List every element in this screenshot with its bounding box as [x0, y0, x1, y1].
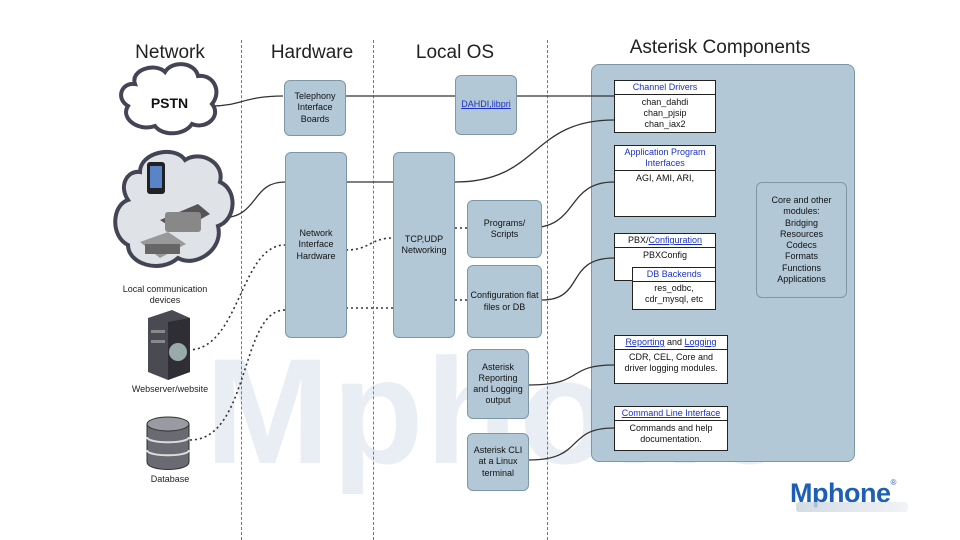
cli-body: Commands and help documentation. — [629, 422, 713, 445]
core-module-item: Formats — [784, 251, 818, 262]
mphone-logo-reflection — [796, 502, 908, 512]
logging-link[interactable]: Logging — [684, 337, 717, 347]
pstn-cloud-icon — [119, 62, 219, 136]
api-box: Application Program Interfaces AGI, AMI,… — [614, 145, 716, 217]
column-header-local-os: Local OS — [415, 42, 495, 63]
reporting-logging-body: CDR, CEL, Core and driver logging module… — [624, 351, 718, 374]
core-module-item: Codecs — [786, 240, 817, 250]
core-modules-box: Core and other modules: Bridging Resourc… — [756, 182, 847, 298]
channel-driver-item: chan_pjsip — [643, 108, 687, 119]
column-header-asterisk-components: Asterisk Components — [629, 37, 811, 58]
column-header-hardware: Hardware — [270, 42, 354, 63]
divider-hardware-localos — [373, 40, 374, 540]
webserver-icon — [148, 310, 190, 380]
line-reporting — [528, 364, 615, 386]
line-programs-api — [528, 181, 615, 229]
api-body: AGI, AMI, ARI, — [635, 172, 695, 183]
reporting-and: and — [664, 337, 685, 347]
core-title: Core and other modules: — [771, 195, 832, 217]
api-header[interactable]: Application Program Interfaces — [615, 146, 715, 171]
dotted-webserver-network — [187, 244, 286, 351]
column-header-network: Network — [135, 42, 205, 63]
network-interface-hardware: Network Interface Hardware — [285, 152, 347, 338]
mphone-logo-mark: ® — [890, 478, 897, 487]
channel-drivers-header[interactable]: Channel Drivers — [615, 81, 715, 95]
pbx-configuration-header: PBX/Configuration — [615, 234, 715, 248]
dotted-database-network — [189, 309, 286, 441]
programs-scripts-box: Programs/ Scripts — [467, 200, 542, 258]
cli-header: Command Line Interface — [615, 407, 727, 421]
db-backends-box: DB Backends res_odbc, cdr_mysql, etc — [632, 267, 716, 310]
configuration-link[interactable]: Configuration — [648, 235, 703, 245]
channel-driver-item: chan_dahdi — [641, 96, 689, 107]
local-devices-cloud-icon — [113, 150, 235, 268]
local-devices-label: Local communication devices — [122, 284, 208, 306]
core-module-item: Bridging — [784, 217, 819, 228]
pbx-body: PBXConfig — [642, 249, 688, 260]
cli-terminal-box: Asterisk CLI at a Linux terminal — [467, 433, 529, 491]
line-tcp-channel — [454, 119, 615, 183]
dahdi-libpri-link[interactable]: DAHDI,libpri — [461, 99, 511, 110]
webserver-label: Webserver/website — [131, 384, 209, 394]
pstn-label: PSTN — [150, 95, 189, 111]
dotted-network-tcp2 — [345, 237, 394, 251]
db-backends-header[interactable]: DB Backends — [633, 268, 715, 282]
db-backends-body: res_odbc, cdr_mysql, etc — [644, 282, 704, 305]
mphone-logo: Mphone® — [790, 478, 920, 518]
reporting-link[interactable]: Reporting — [625, 337, 665, 347]
pbx-header-plain: PBX/ — [627, 235, 649, 245]
divider-network-hardware — [241, 40, 242, 540]
core-module-item: Resources — [779, 228, 824, 239]
line-cli — [528, 427, 615, 461]
core-module-item: Functions — [781, 262, 822, 273]
cli-link[interactable]: Command Line Interface — [621, 408, 721, 418]
dahdi-libpri-box: DAHDI,libpri — [455, 75, 517, 135]
configuration-files-box: Configuration flat files or DB — [467, 265, 542, 338]
cli-box: Command Line Interface Commands and help… — [614, 406, 728, 451]
tcp-udp-networking: TCP,UDP Networking — [393, 152, 455, 338]
channel-drivers-box: Channel Drivers chan_dahdi chan_pjsip ch… — [614, 80, 716, 133]
database-label: Database — [150, 474, 190, 484]
divider-localos-asterisk — [547, 40, 548, 540]
telephony-interface-boards: Telephony Interface Boards — [284, 80, 346, 136]
line-pstn-telephony — [211, 95, 284, 107]
reporting-logging-output-box: Asterisk Reporting and Logging output — [467, 349, 529, 419]
core-module-item: Applications — [777, 273, 826, 284]
channel-driver-item: chan_iax2 — [644, 119, 686, 130]
reporting-logging-box: Reporting and Logging CDR, CEL, Core and… — [614, 335, 728, 384]
line-config-pbx — [541, 257, 615, 301]
database-icon — [146, 416, 190, 470]
reporting-logging-header: Reporting and Logging — [615, 336, 727, 350]
